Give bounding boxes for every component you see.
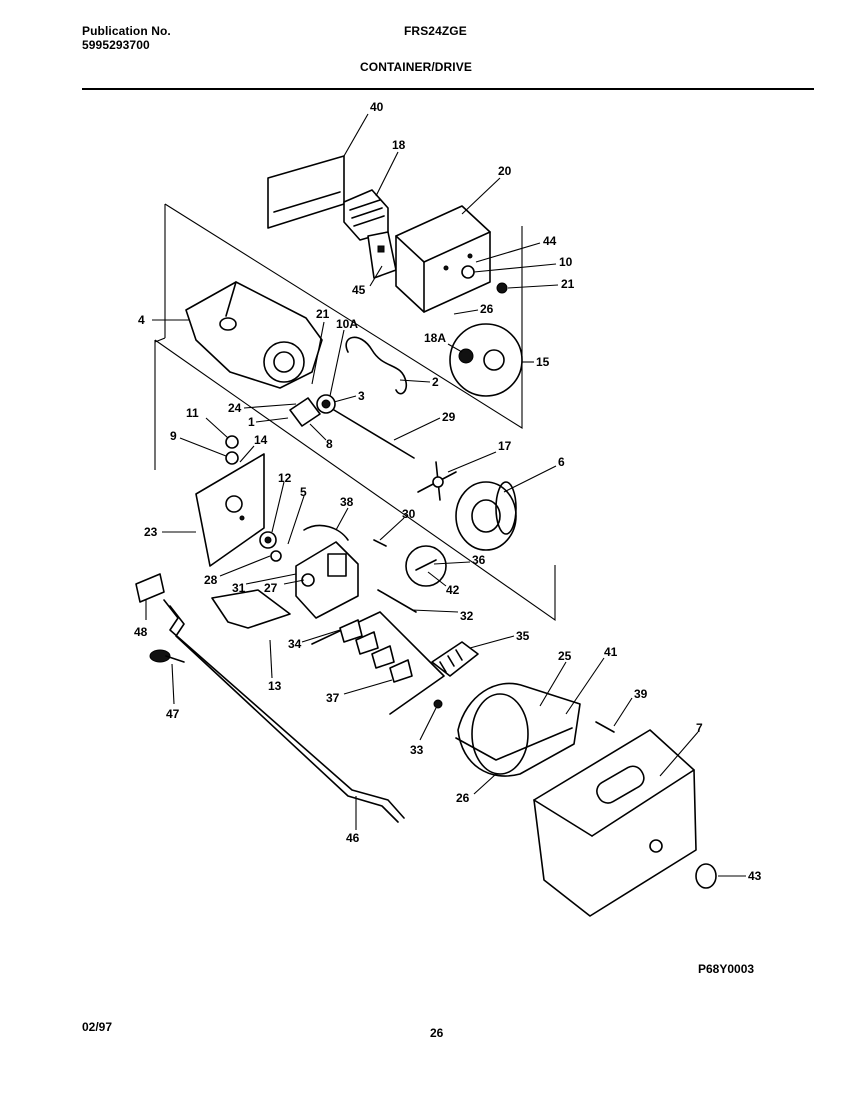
callout-32: 32 <box>460 609 474 623</box>
part-41-housing <box>455 682 581 777</box>
part-46-rod-edge <box>169 605 399 823</box>
callout-14: 14 <box>254 433 268 447</box>
part-11-washer <box>225 435 239 449</box>
callout-47: 47 <box>166 707 180 721</box>
part-32-plunger <box>377 589 417 613</box>
callout-46: 46 <box>346 831 360 845</box>
callout-10A: 10A <box>336 317 358 331</box>
callout-45: 45 <box>352 283 366 297</box>
header-rule <box>82 88 814 90</box>
explosion-frame-lower <box>154 337 556 622</box>
callout-42: 42 <box>446 583 460 597</box>
part-39-screw <box>595 721 615 733</box>
part-3-gear <box>316 394 336 414</box>
callout-13: 13 <box>268 679 282 693</box>
page-number: 26 <box>430 1026 444 1040</box>
callout-27: 27 <box>264 581 278 595</box>
callout-44: 44 <box>543 234 557 248</box>
part-37-blade-set <box>311 611 445 715</box>
callout-20: 20 <box>498 164 512 178</box>
part-38-cover <box>303 524 349 541</box>
callout-26-upper: 26 <box>480 302 494 316</box>
callout-31: 31 <box>232 581 246 595</box>
model-number: FRS24ZGE <box>404 24 467 38</box>
explosion-frame-upper <box>164 203 523 429</box>
part-23-mounting-plate <box>195 453 265 567</box>
callout-35: 35 <box>516 629 530 643</box>
callout-8: 8 <box>326 437 333 451</box>
publication-date: 02/97 <box>82 1020 113 1034</box>
callout-48: 48 <box>134 625 148 639</box>
callout-30: 30 <box>402 507 416 521</box>
callout-24: 24 <box>228 401 242 415</box>
callout-1: 1 <box>248 415 255 429</box>
callout-18: 18 <box>392 138 406 152</box>
publication-number: 5995293700 <box>82 38 150 52</box>
publication-label: Publication No. <box>82 24 171 38</box>
callout-4: 4 <box>138 313 145 327</box>
callout-18A: 18A <box>424 331 446 345</box>
callout-34: 34 <box>288 637 302 651</box>
callout-29: 29 <box>442 410 456 424</box>
callout-5: 5 <box>300 485 307 499</box>
callout-36: 36 <box>472 553 486 567</box>
part-29-shaft <box>333 409 415 459</box>
callout-23: 23 <box>144 525 158 539</box>
callout-21: 21 <box>561 277 575 291</box>
callout-21-lower: 21 <box>316 307 330 321</box>
callout-26-lower: 26 <box>456 791 470 805</box>
part-15-lamp-detail <box>449 323 523 397</box>
callout-37: 37 <box>326 691 340 705</box>
part-33-nut <box>433 699 443 709</box>
part-47-screw <box>149 649 185 663</box>
part-46-rod <box>163 599 405 819</box>
part-21-nut <box>496 282 508 294</box>
callout-9: 9 <box>170 429 177 443</box>
part-8-bracket <box>289 397 321 427</box>
callout-43: 43 <box>748 869 762 883</box>
part-45-clip <box>367 231 397 279</box>
callout-17: 17 <box>498 439 512 453</box>
callout-38: 38 <box>340 495 354 509</box>
callout-10: 10 <box>559 255 573 269</box>
part-20-motor-housing <box>395 205 491 313</box>
callout-6: 6 <box>558 455 565 469</box>
part-7-dispenser-front <box>533 729 697 917</box>
part-35-blade-bracket <box>431 641 479 677</box>
part-43-knob <box>695 863 717 889</box>
callout-12: 12 <box>278 471 292 485</box>
callout-39: 39 <box>634 687 648 701</box>
part-6-drive-wheel <box>455 481 517 551</box>
part-17-agitator <box>417 461 457 501</box>
part-2-wire <box>345 336 408 395</box>
callout-40: 40 <box>370 100 384 114</box>
part-9-washer <box>225 451 239 465</box>
part-30-screw <box>373 539 387 547</box>
part-28-washer <box>270 550 282 562</box>
callout-28: 28 <box>204 573 218 587</box>
callout-41: 41 <box>604 645 618 659</box>
section-title: CONTAINER/DRIVE <box>360 60 472 74</box>
part-27-solenoid-bracket <box>295 541 359 619</box>
callout-33: 33 <box>410 743 424 757</box>
part-48-bracket <box>135 573 165 603</box>
callout-7: 7 <box>696 721 703 735</box>
callout-2: 2 <box>432 375 439 389</box>
callout-15: 15 <box>536 355 550 369</box>
part-40-cover-panel <box>267 155 345 229</box>
callout-25: 25 <box>558 649 572 663</box>
part-36-spring-detail <box>405 545 447 587</box>
callout-3: 3 <box>358 389 365 403</box>
drawing-code: P68Y0003 <box>698 962 755 976</box>
part-12-gear <box>259 531 277 549</box>
part-18-bracket <box>343 189 389 241</box>
callout-labels: 40 18 20 44 10 21 45 26 4 21 10A 18A 15 … <box>134 100 762 883</box>
part-31-lever <box>211 589 291 629</box>
callout-11: 11 <box>186 406 199 420</box>
part-4-container <box>185 281 323 389</box>
